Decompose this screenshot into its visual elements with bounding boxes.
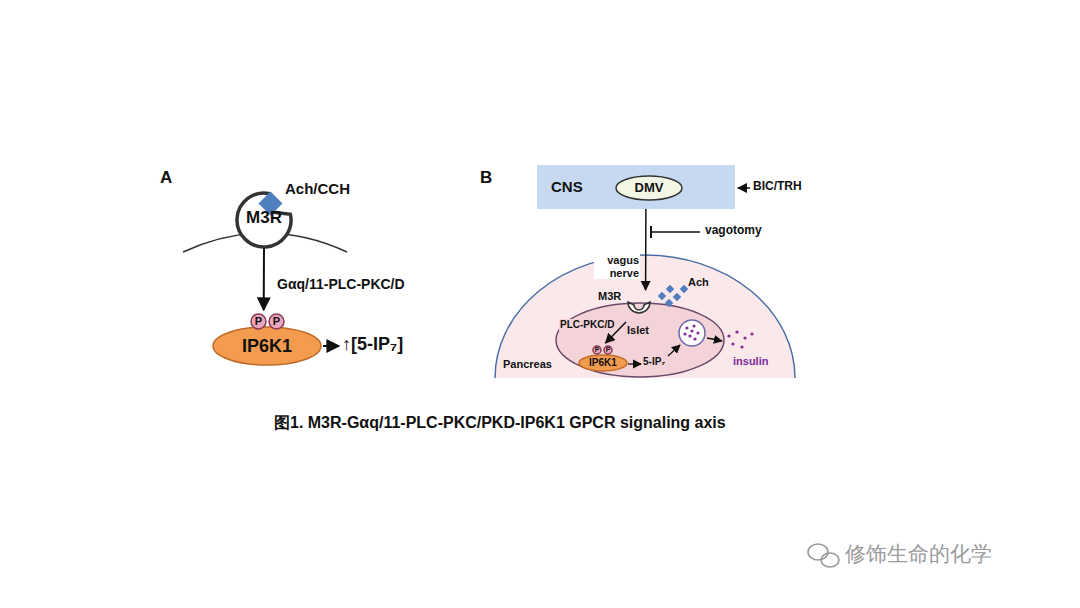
node-label: Islet: [627, 324, 649, 337]
phospho-circle: P: [268, 313, 285, 330]
receptor: M3R: [598, 290, 654, 322]
signal-arrow: [645, 209, 647, 290]
annotation: insulin: [733, 355, 768, 368]
edge-label: PLC-PKC/D: [559, 319, 615, 331]
node-label: M3R: [246, 208, 282, 228]
edge-label: vagus nerve: [594, 254, 640, 279]
annotation: ↑[5-IP₇]: [342, 334, 403, 355]
annotation: 5-IP₇: [643, 356, 665, 368]
dmv-ellipse: DMV: [615, 175, 683, 201]
annotation: vagotomy: [705, 224, 762, 238]
phospho-circle: P: [250, 313, 267, 330]
insulin-vesicle: [679, 320, 705, 346]
annotation: Ach: [688, 276, 709, 289]
annotation: BIC/TRH: [753, 180, 802, 194]
node-label: P: [595, 346, 600, 354]
inhibition-bar: [650, 226, 652, 238]
inhibition-line: [651, 231, 700, 233]
kinase-ellipse: IP6K1PP: [578, 354, 628, 372]
cns-box: CNS DMV: [537, 165, 735, 209]
stimulus-arrow: [738, 187, 750, 189]
node-label: M3R: [598, 290, 621, 303]
node-label: IP6K1: [589, 357, 617, 369]
node-label: DMV: [635, 181, 664, 196]
node-label: IP6K1: [242, 336, 292, 357]
figure-caption: 图1. M3R-Gαq/11-PLC-PKC/PKD-IP6K1 GPCR si…: [274, 414, 726, 432]
node-label: Pancreas: [503, 358, 552, 371]
node-label: P: [255, 315, 262, 328]
phospho-circle: P: [592, 345, 602, 355]
product-arrow: [323, 345, 339, 347]
arrow: [628, 363, 641, 364]
wechat-icon: [808, 544, 839, 567]
phospho-circle: P: [603, 345, 613, 355]
islet-ellipse-shape: [555, 302, 725, 378]
panel-letter: A: [160, 168, 172, 188]
panel-letter: B: [480, 168, 492, 188]
node-label: P: [273, 315, 280, 328]
annotation: Ach/CCH: [285, 180, 350, 197]
islet-ellipse: IsletM3RIP6K1PP: [555, 302, 725, 378]
node-label: P: [606, 346, 611, 354]
signal-arrow: [263, 248, 265, 310]
watermark: 修饰生命的化学: [845, 542, 992, 566]
kinase-ellipse: IP6K1PP: [212, 326, 322, 366]
node-label: CNS: [551, 178, 583, 195]
edge-label: Gαq/11-PLC-PKC/D: [276, 276, 406, 292]
